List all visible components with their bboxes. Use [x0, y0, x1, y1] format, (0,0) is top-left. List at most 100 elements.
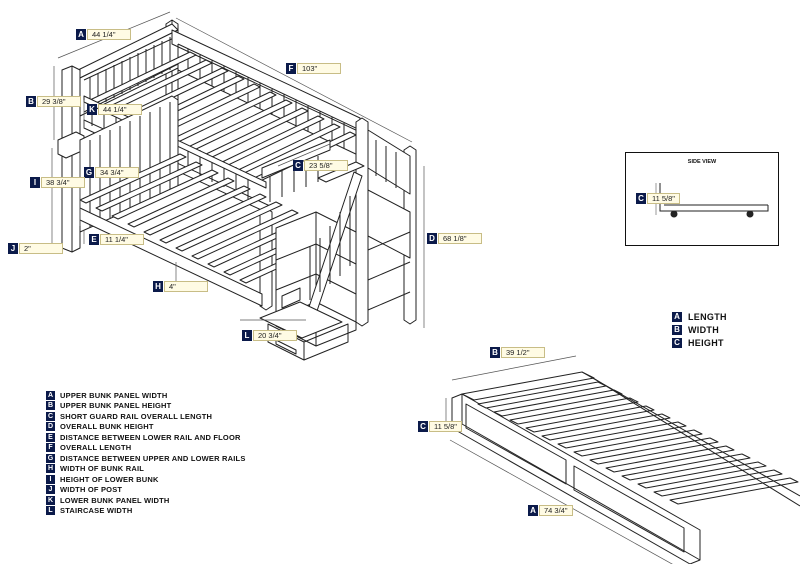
key-row: B WIDTH — [672, 323, 727, 336]
dim-letter: B — [26, 96, 36, 107]
dim-value: 44 1/4" — [87, 29, 131, 40]
dim-letter: J — [8, 243, 18, 254]
key-letter: C — [672, 337, 682, 348]
dim-tag-k: K 44 1/4" — [87, 104, 142, 115]
key-row: A LENGTH — [672, 310, 727, 323]
legend-text: LOWER BUNK PANEL WIDTH — [60, 495, 170, 505]
dim-value: 20 3/4" — [253, 330, 297, 341]
dim-letter: L — [242, 330, 252, 341]
legend-letter: C — [46, 411, 55, 421]
dim-letter: H — [153, 281, 163, 292]
legend-row: D OVERALL BUNK HEIGHT — [46, 422, 246, 433]
dim-value: 2" — [19, 243, 63, 254]
dim-tag-i: I 38 3/4" — [30, 177, 85, 188]
legend-row: A UPPER BUNK PANEL WIDTH — [46, 390, 246, 401]
key-letter: A — [672, 311, 682, 322]
legend-letter: A — [46, 390, 55, 400]
trundle-dim-tag-b: B 39 1/2" — [490, 347, 545, 358]
legend-row: I HEIGHT OF LOWER BUNK — [46, 474, 246, 485]
legend-letter: F — [46, 443, 55, 453]
dim-tag-g: G 34 3/4" — [84, 167, 139, 178]
right-end-panel — [367, 129, 411, 259]
legend-text: WIDTH OF BUNK RAIL — [60, 464, 145, 474]
dim-tag-b: B 29 3/8" — [26, 96, 81, 107]
legend-letter: K — [46, 495, 55, 505]
short-guard-rail — [261, 139, 331, 202]
legend-text: UPPER BUNK PANEL HEIGHT — [60, 401, 172, 411]
key-row: C HEIGHT — [672, 336, 727, 349]
dim-value: 34 3/4" — [95, 167, 139, 178]
legend-row: C SHORT GUARD RAIL OVERALL LENGTH — [46, 411, 246, 422]
legend-text: STAIRCASE WIDTH — [60, 506, 133, 516]
dim-letter: A — [528, 505, 538, 516]
dim-value: 4" — [164, 281, 208, 292]
side-view-title: SIDE VIEW — [687, 159, 717, 165]
dim-value: 68 1/8" — [438, 233, 482, 244]
legend-text: OVERALL LENGTH — [60, 443, 132, 453]
front-left-posts — [57, 65, 85, 253]
legend-row: B UPPER BUNK PANEL HEIGHT — [46, 401, 246, 412]
key-text: LENGTH — [688, 311, 727, 322]
legend-row: L STAIRCASE WIDTH — [46, 506, 246, 517]
dim-value: 103" — [297, 63, 341, 74]
legend-row: K LOWER BUNK PANEL WIDTH — [46, 495, 246, 506]
dim-tag-e: E 11 1/4" — [89, 234, 144, 245]
legend-row: G DISTANCE BETWEEN UPPER AND LOWER RAILS — [46, 453, 246, 464]
legend-letter: B — [46, 401, 55, 411]
dim-letter: G — [84, 167, 94, 178]
dim-value: 39 1/2" — [501, 347, 545, 358]
legend-letter: G — [46, 453, 55, 463]
dimension-legend: A UPPER BUNK PANEL WIDTH B UPPER BUNK PANE… — [46, 390, 246, 516]
dim-tag-f: F 103" — [286, 63, 341, 74]
dim-tag-c: C 23 5/8" — [293, 160, 348, 171]
upper-back-rail — [171, 29, 361, 157]
legend-letter: J — [46, 485, 55, 495]
legend-letter: L — [46, 506, 55, 516]
dim-letter: K — [87, 104, 97, 115]
legend-letter: D — [46, 422, 55, 432]
dimension-key: A LENGTH B WIDTH C HEIGHT — [672, 310, 727, 349]
dim-tag-j: J 2" — [8, 243, 63, 254]
legend-text: HEIGHT OF LOWER BUNK — [60, 474, 159, 484]
dim-value: 74 3/4" — [539, 505, 573, 516]
dim-value: 44 1/4" — [98, 104, 142, 115]
legend-letter: I — [46, 474, 55, 484]
dim-value: 11 5/8" — [429, 421, 462, 432]
legend-row: H WIDTH OF BUNK RAIL — [46, 464, 246, 475]
dim-letter: C — [293, 160, 303, 171]
dim-letter: D — [427, 233, 437, 244]
legend-letter: H — [46, 464, 55, 474]
key-text: HEIGHT — [688, 337, 724, 348]
dim-letter: A — [76, 29, 86, 40]
side-view-height-letter: C — [636, 193, 646, 204]
trundle-dim-tag-a: A 74 3/4" — [528, 505, 573, 516]
dim-letter: F — [286, 63, 296, 74]
dim-tag-a: A 44 1/4" — [76, 29, 131, 40]
dim-letter: E — [89, 234, 99, 245]
dim-value: 23 5/8" — [304, 160, 348, 171]
side-view-height-tag: C 11 5/8" — [636, 193, 680, 204]
dim-value: 29 3/8" — [37, 96, 81, 107]
dim-letter: I — [30, 177, 40, 188]
legend-text: WIDTH OF POST — [60, 485, 123, 495]
side-view-panel: SIDE VIEW C 11 5/8" — [625, 152, 779, 246]
legend-text: DISTANCE BETWEEN UPPER AND LOWER RAILS — [60, 453, 246, 463]
legend-text: OVERALL BUNK HEIGHT — [60, 422, 154, 432]
legend-text: DISTANCE BETWEEN LOWER RAIL AND FLOOR — [60, 432, 241, 442]
dim-value: 38 3/4" — [41, 177, 85, 188]
legend-text: UPPER BUNK PANEL WIDTH — [60, 390, 168, 400]
side-view-drawing — [655, 183, 769, 218]
legend-row: E DISTANCE BETWEEN LOWER RAIL AND FLOOR — [46, 432, 246, 443]
dim-tag-l: L 20 3/4" — [242, 330, 297, 341]
legend-letter: E — [46, 432, 55, 442]
dim-tag-h: H 4" — [153, 281, 208, 292]
key-letter: B — [672, 324, 682, 335]
legend-text: SHORT GUARD RAIL OVERALL LENGTH — [60, 411, 213, 421]
key-text: WIDTH — [688, 324, 719, 335]
dim-letter: B — [490, 347, 500, 358]
legend-row: F OVERALL LENGTH — [46, 443, 246, 454]
trundle-dim-tag-c: C 11 5/8" — [418, 421, 462, 432]
dim-value: 11 1/4" — [100, 234, 144, 245]
dim-tag-d: D 68 1/8" — [427, 233, 482, 244]
trundle-slats — [461, 371, 800, 507]
